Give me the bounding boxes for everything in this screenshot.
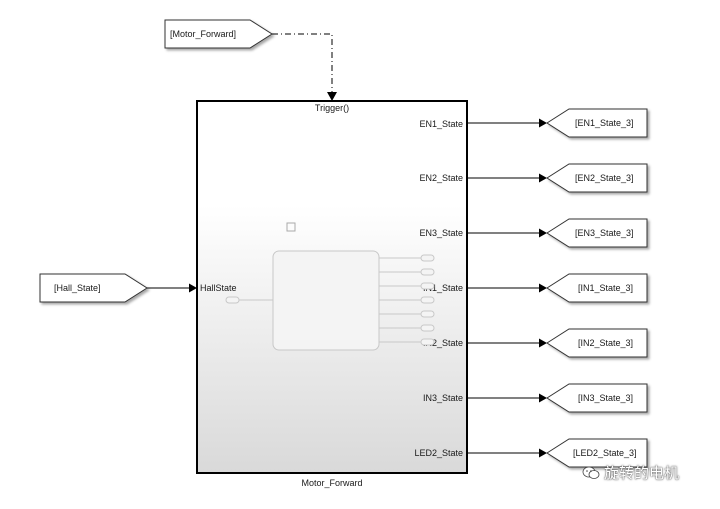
goto-label-en1: [EN1_State_3] (575, 118, 634, 128)
output-signal-line-en3[interactable] (467, 228, 547, 238)
goto-block-en3[interactable]: [EN3_State_3] (546, 218, 648, 248)
trigger-arrowhead (327, 92, 337, 101)
motor-forward-tag-label: [Motor_Forward] (170, 29, 236, 39)
goto-block-in3[interactable]: [IN3_State_3] (546, 383, 648, 413)
output-signal-line-in1[interactable] (467, 283, 547, 293)
goto-label-en3: [EN3_State_3] (575, 228, 634, 238)
goto-label-in3: [IN3_State_3] (578, 393, 633, 403)
subsystem-preview-icon (225, 222, 435, 351)
output-port-label: IN1_State (423, 283, 463, 293)
output-signal-line-en1[interactable] (467, 118, 547, 128)
goto-block-led2[interactable]: [LED2_State_3] (546, 438, 648, 468)
output-port-label: LED2_State (414, 448, 463, 458)
goto-label-in2: [IN2_State_3] (578, 338, 633, 348)
output-port-label: EN1_State (419, 119, 463, 129)
goto-block-in2[interactable]: [IN2_State_3] (546, 328, 648, 358)
output-port-label: EN3_State (419, 228, 463, 238)
goto-label-led2: [LED2_State_3] (573, 448, 637, 458)
output-port-label: IN2_State (423, 338, 463, 348)
output-signal-line-en2[interactable] (467, 173, 547, 183)
watermark-text: 旋转的电机 (604, 464, 680, 482)
watermark: 旋转的电机 (582, 462, 679, 483)
output-port-label: EN2_State (419, 173, 463, 183)
motor-forward-tag-block[interactable]: [Motor_Forward] (164, 19, 273, 49)
wechat-icon (582, 466, 600, 479)
input-port-hallstate-label: HallState (200, 283, 237, 293)
hall-state-from-block[interactable]: [Hall_State] (39, 273, 148, 303)
goto-block-en1[interactable]: [EN1_State_3] (546, 108, 648, 138)
subsystem-name-label: Motor_Forward (301, 478, 362, 488)
output-signal-line-in2[interactable] (467, 338, 547, 348)
motor-forward-subsystem[interactable]: Trigger() Motor_Forward HallState EN1_St… (196, 100, 468, 488)
trigger-port-label: Trigger() (315, 103, 349, 113)
output-signal-line-in3[interactable] (467, 393, 547, 403)
goto-block-in1[interactable]: [IN1_State_3] (546, 273, 648, 303)
goto-label-in1: [IN1_State_3] (578, 283, 633, 293)
goto-label-en2: [EN2_State_3] (575, 173, 634, 183)
goto-block-en2[interactable]: [EN2_State_3] (546, 163, 648, 193)
output-signal-line-led2[interactable] (467, 448, 547, 458)
output-port-label: IN3_State (423, 393, 463, 403)
hall-state-label: [Hall_State] (54, 283, 101, 293)
hall-state-arrowhead (189, 283, 197, 293)
trigger-signal-line[interactable] (272, 33, 333, 92)
